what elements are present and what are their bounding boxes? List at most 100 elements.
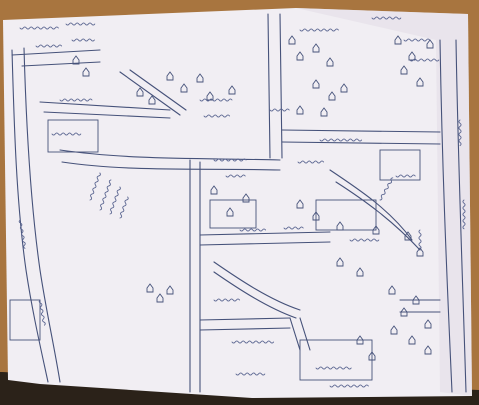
illegible-handwriting — [418, 229, 422, 250]
house-icon — [180, 83, 188, 93]
illegible-handwriting — [297, 160, 325, 164]
house-icon — [320, 107, 328, 117]
illegible-handwriting — [19, 26, 59, 30]
house-icon — [210, 185, 218, 195]
road-line — [335, 181, 421, 251]
road-line — [199, 327, 291, 331]
illegible-handwriting — [239, 228, 267, 232]
road-line — [39, 101, 171, 111]
house-icon — [408, 335, 416, 345]
house-icon — [296, 51, 304, 61]
illegible-handwriting — [65, 22, 96, 26]
house-icon — [146, 283, 154, 293]
illegible-handwriting — [269, 108, 290, 112]
building-outline — [209, 199, 257, 229]
road-line — [439, 39, 453, 393]
house-icon — [82, 67, 90, 77]
house-icon — [166, 71, 174, 81]
house-icon — [196, 73, 204, 83]
house-icon — [72, 55, 80, 65]
illegible-handwriting — [409, 58, 440, 62]
road-line — [199, 231, 331, 236]
house-icon — [424, 319, 432, 329]
illegible-handwriting — [38, 299, 46, 326]
house-icon — [388, 285, 396, 295]
road-line — [129, 69, 187, 111]
illegible-handwriting — [119, 196, 129, 219]
illegible-handwriting — [403, 38, 431, 42]
house-icon — [426, 39, 434, 49]
illegible-handwriting — [462, 199, 466, 230]
paper-sheet — [3, 8, 472, 398]
road-line — [455, 39, 467, 393]
house-icon — [368, 351, 376, 361]
illegible-handwriting — [329, 384, 369, 388]
illegible-handwriting — [109, 186, 121, 215]
road-line — [267, 13, 271, 159]
house-icon — [166, 285, 174, 295]
house-icon — [328, 91, 336, 101]
illegible-handwriting — [319, 138, 363, 142]
paper-shade — [296, 8, 472, 396]
house-icon — [312, 79, 320, 89]
road-line — [299, 317, 311, 351]
illegible-handwriting — [379, 177, 394, 201]
house-icon — [400, 307, 408, 317]
road-line — [213, 271, 297, 319]
illegible-handwriting — [299, 28, 339, 32]
illegible-handwriting — [71, 38, 95, 42]
illegible-handwriting — [51, 132, 82, 136]
building-outline — [47, 119, 99, 153]
illegible-handwriting — [231, 340, 275, 344]
house-icon — [156, 293, 164, 303]
road-line — [23, 47, 61, 383]
house-icon — [326, 57, 334, 67]
house-icon — [228, 85, 236, 95]
road-line — [59, 149, 281, 161]
house-icon — [206, 91, 214, 101]
house-icon — [312, 43, 320, 53]
road-line — [199, 317, 291, 321]
road-line — [289, 317, 301, 351]
roads — [11, 13, 467, 393]
house-icon — [416, 77, 424, 87]
house-icon — [226, 207, 234, 217]
house-icon — [336, 221, 344, 231]
illegible-handwriting — [35, 44, 63, 48]
illegible-handwriting — [213, 158, 247, 162]
house-icon — [390, 325, 398, 335]
illegible-handwriting — [89, 172, 101, 201]
house-icon — [336, 257, 344, 267]
road-line — [61, 161, 281, 171]
building-outline — [315, 199, 377, 231]
house-icon — [372, 225, 380, 235]
house-icon — [412, 295, 420, 305]
road-line — [213, 261, 301, 311]
road-line — [279, 13, 283, 159]
illegible-handwriting — [59, 98, 93, 102]
house-icon — [312, 211, 320, 221]
house-icon — [356, 267, 364, 277]
illegible-handwriting — [349, 238, 380, 242]
road-line — [43, 111, 171, 119]
buildings — [9, 119, 421, 381]
house-icon — [296, 105, 304, 115]
building-outline — [379, 149, 421, 181]
house-icon — [136, 87, 144, 97]
house-icon — [242, 193, 250, 203]
building-outline — [9, 299, 41, 341]
house-icon — [416, 247, 424, 257]
road-line — [11, 49, 101, 56]
house-icon — [148, 95, 156, 105]
house-icon — [424, 345, 432, 355]
illegible-handwriting — [99, 179, 112, 211]
house-icon — [356, 335, 364, 345]
illegible-handwriting — [458, 119, 462, 147]
road-line — [329, 169, 413, 241]
house-icon — [404, 231, 412, 241]
house-icon — [288, 35, 296, 45]
illegible-handwriting — [18, 219, 26, 249]
road-line — [21, 61, 101, 67]
